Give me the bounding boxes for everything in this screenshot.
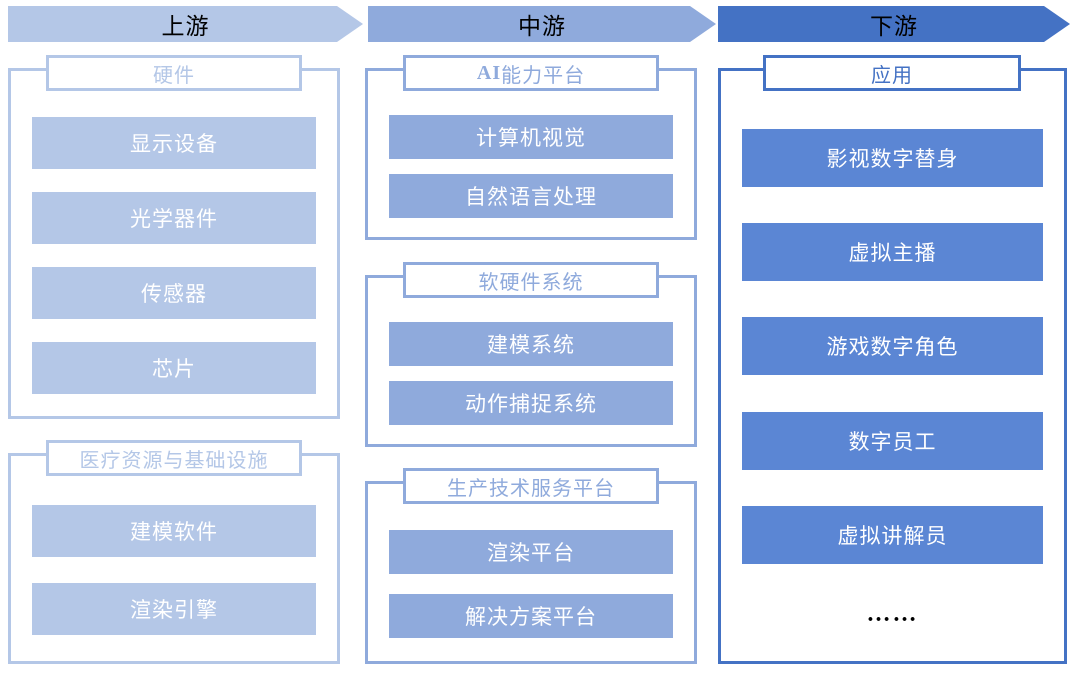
- group-items: 计算机视觉 自然语言处理: [365, 107, 697, 226]
- stage-banner-row: 上游 中游 下游: [0, 0, 1080, 50]
- group-label-ai-prefix: AI: [476, 61, 502, 84]
- item-ellipsis: ……: [866, 601, 919, 628]
- group-midstream-production-service-platform: 生产技术服务平台 渲染平台 解决方案平台: [365, 468, 697, 664]
- item-modeling-system[interactable]: 建模系统: [389, 321, 673, 366]
- stage-banner-upstream-label: 上游: [161, 14, 210, 39]
- group-label-medical-resources: 医疗资源与基础设施: [46, 440, 302, 476]
- stage-banner-midstream: 中游: [368, 6, 716, 42]
- item-render-platform[interactable]: 渲染平台: [389, 530, 673, 574]
- group-downstream-application: 应用 影视数字替身 虚拟主播 游戏数字角色 数字员工 虚拟讲解员 ……: [718, 55, 1067, 664]
- item-render-engine[interactable]: 渲染引擎: [32, 583, 316, 635]
- item-modeling-software[interactable]: 建模软件: [32, 505, 316, 557]
- item-sensor[interactable]: 传感器: [32, 266, 316, 319]
- item-display-device[interactable]: 显示设备: [32, 116, 316, 169]
- group-label-software-hardware-system: 软硬件系统: [403, 262, 659, 298]
- stage-banner-downstream: 下游: [718, 6, 1070, 42]
- item-virtual-presenter[interactable]: 虚拟讲解员: [742, 505, 1043, 564]
- group-upstream-medical-resources: 医疗资源与基础设施 建模软件 渲染引擎: [8, 440, 340, 664]
- item-optical-component[interactable]: 光学器件: [32, 191, 316, 244]
- item-virtual-anchor[interactable]: 虚拟主播: [742, 223, 1043, 282]
- group-items: 建模系统 动作捕捉系统: [365, 314, 697, 433]
- item-nlp[interactable]: 自然语言处理: [389, 174, 673, 219]
- group-label-hardware: 硬件: [46, 55, 302, 91]
- item-chip[interactable]: 芯片: [32, 341, 316, 394]
- group-label-ai-rest: 能力平台: [501, 64, 586, 87]
- group-upstream-hardware: 硬件 显示设备 光学器件 传感器 芯片: [8, 55, 340, 419]
- stage-banner-midstream-label: 中游: [518, 14, 566, 39]
- group-label-production-service-platform: 生产技术服务平台: [403, 468, 659, 504]
- group-midstream-software-hardware-system: 软硬件系统 建模系统 动作捕捉系统: [365, 262, 697, 447]
- item-game-digital-character[interactable]: 游戏数字角色: [742, 317, 1043, 376]
- group-items: 建模软件 渲染引擎: [8, 492, 340, 648]
- item-solution-platform[interactable]: 解决方案平台: [389, 594, 673, 638]
- item-computer-vision[interactable]: 计算机视觉: [389, 114, 673, 159]
- item-film-digital-double[interactable]: 影视数字替身: [742, 129, 1043, 188]
- group-label-application: 应用: [763, 55, 1021, 91]
- item-digital-employee[interactable]: 数字员工: [742, 411, 1043, 470]
- group-items: 影视数字替身 虚拟主播 游戏数字角色 数字员工 虚拟讲解员 ……: [718, 111, 1067, 648]
- stage-banner-downstream-label: 下游: [870, 14, 918, 39]
- group-items: 渲染平台 解决方案平台: [365, 520, 697, 648]
- item-motion-capture-system[interactable]: 动作捕捉系统: [389, 381, 673, 426]
- stage-banner-upstream: 上游: [8, 6, 363, 42]
- group-items: 显示设备 光学器件 传感器 芯片: [8, 105, 340, 405]
